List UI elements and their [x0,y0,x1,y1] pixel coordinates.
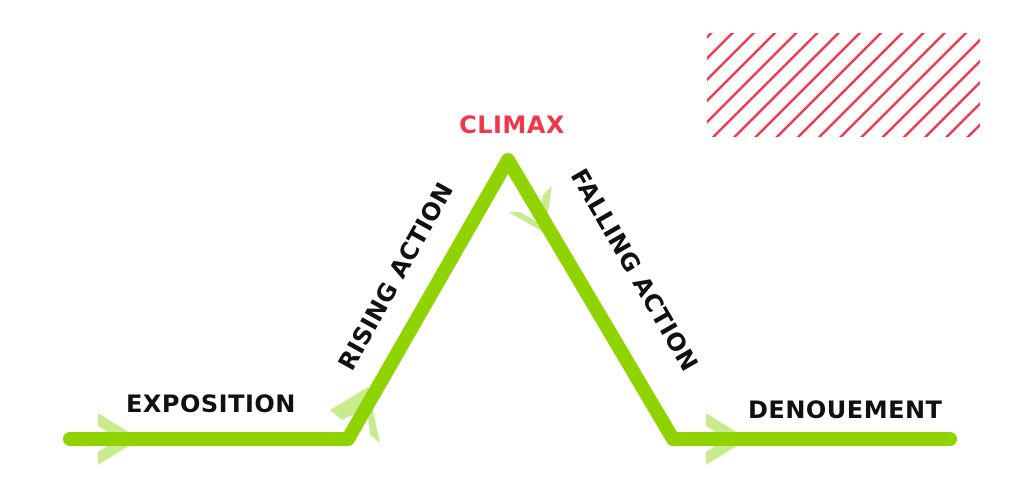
label-falling-action: FALLING ACTION [565,164,704,376]
label-climax: CLIMAX [459,111,565,139]
plot-line [63,153,957,446]
label-exposition: EXPOSITION [126,390,296,418]
hatched-decoration [707,33,980,137]
label-denouement: DENOUEMENT [748,396,943,424]
